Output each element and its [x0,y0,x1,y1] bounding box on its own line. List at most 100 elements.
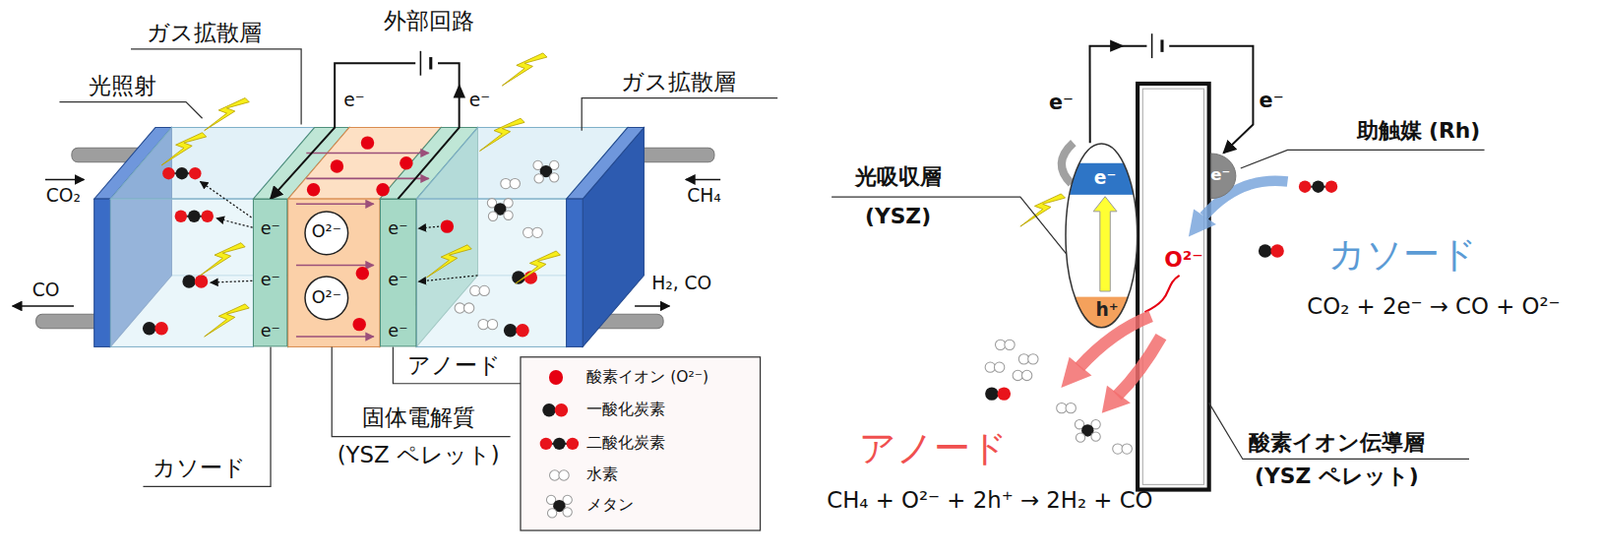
node-text: e⁻ [1210,167,1231,185]
molecule [1018,354,1039,365]
ion-flow-arrow [296,264,374,267]
ion-flow-arrow [306,152,429,155]
molecule [454,303,475,313]
energy-band [1064,297,1139,329]
circuit-wire [1090,46,1254,154]
molecule [533,160,559,184]
cell-box [566,198,584,347]
node-text: O²⁻ [311,224,342,243]
light-bolt [427,245,473,278]
light-bolt [161,132,207,166]
molecule [487,198,513,222]
light-bolt [501,53,548,86]
electron-path-arrow [200,182,479,284]
oxygen-ion-circle: O²⁻ [304,275,350,321]
legend-box [520,357,761,531]
reaction-arrow-anode [1102,385,1131,414]
electron-path-arrow [200,182,262,226]
energy-band [1064,163,1139,329]
electron-transfer-arrow [1061,142,1074,184]
molecule [440,219,454,233]
layer-face [379,199,416,347]
legend-text: 一酸化炭素 [586,402,666,419]
label-text: 光照射 [88,74,157,98]
legend-text: 二酸化炭素 [586,435,666,452]
layer-face [253,199,288,347]
node-text: e⁻ [387,322,408,341]
molecule [142,160,559,337]
reaction-arrow-anode [1060,357,1092,388]
label-text: O²⁻ [1164,249,1204,272]
excitation-arrow [1093,196,1117,292]
label-text: カソード [1328,237,1477,274]
node-text: O²⁻ [311,289,342,308]
node-text: e⁻ [260,271,281,290]
node-text: e⁻ [1094,169,1117,188]
leader-line [142,346,271,487]
node-text: e⁻ [387,271,408,290]
light-bolt [480,118,526,151]
oxygen-ion-dot [375,183,389,196]
molecule [500,178,521,188]
leader-line [331,346,510,436]
label-text: アノード [407,354,501,377]
light-bolt [1020,193,1066,227]
oxygen-ion-dot [307,183,320,196]
label-text: ガス拡散層 [146,21,262,45]
label-text: CH₄ + O²⁻ + 2h⁺ → 2H₂ + CO [826,489,1153,512]
label-text: CO₂ + 2e⁻ → CO + O²⁻ [1306,295,1560,318]
legend-text: 水素 [586,467,618,484]
oxygen-ion-dot [330,159,344,173]
label-text: (YSZ ペレット) [337,443,500,467]
oxygen-ion-dot [352,317,366,331]
current-direction-arrow [453,83,466,99]
current-direction-arrow [453,39,1125,98]
molecule [478,318,498,329]
cell-box [94,198,112,347]
label-text: e⁻ [1048,91,1074,113]
gas-flow-arrow [12,305,74,308]
label-text: (YSZ) [864,205,931,228]
battery-symbol [1160,39,1164,52]
reaction-arrow-cathode [1188,181,1289,238]
leader-line [831,196,1067,255]
legend-box [546,494,572,518]
legend-swatch [549,369,564,385]
reaction-arrow-anode [1116,336,1162,396]
label-text: CO₂ [46,186,81,206]
node-text: e⁻ [260,221,281,240]
label-text: e⁻ [469,90,491,110]
molecule [984,386,1011,400]
ion-conduction-layer [1137,83,1210,491]
molecule [1012,369,1033,380]
absorber-outline [1065,143,1138,328]
light-absorption-layer: e⁻h⁺ [1064,142,1139,329]
leader-line [581,98,778,131]
label-text: 固体電解質 [362,406,476,430]
circuit-wire [270,62,460,199]
label-text: 助触媒 (Rh) [1356,120,1481,142]
molecule [1074,420,1101,443]
ion-flow-arrow [296,203,374,206]
oxygen-ion-dot [399,156,413,170]
leader-line [1209,402,1470,459]
electron-path-arrow [418,275,478,282]
leader-line [130,49,302,125]
molecule [1258,244,1285,257]
electron-transfer-arrow [1061,142,1074,184]
ion-conduction-layer [1137,83,1210,491]
anode-layer: e⁻e⁻e⁻ [379,198,417,347]
label-text: カソード [152,456,247,480]
gas-flow-arrow [12,179,721,307]
label-text: CH₄ [686,186,722,206]
light-bolt [1020,193,1066,227]
label-text: 光吸収層 [855,167,942,189]
light-bolt [204,304,250,337]
battery-symbol [429,57,432,69]
molecule [1112,443,1133,454]
battery-symbol [1146,31,1170,61]
electron-path-arrow [210,280,261,283]
cell-box [566,127,645,200]
molecule [182,274,208,288]
label-text: CO [32,280,61,300]
